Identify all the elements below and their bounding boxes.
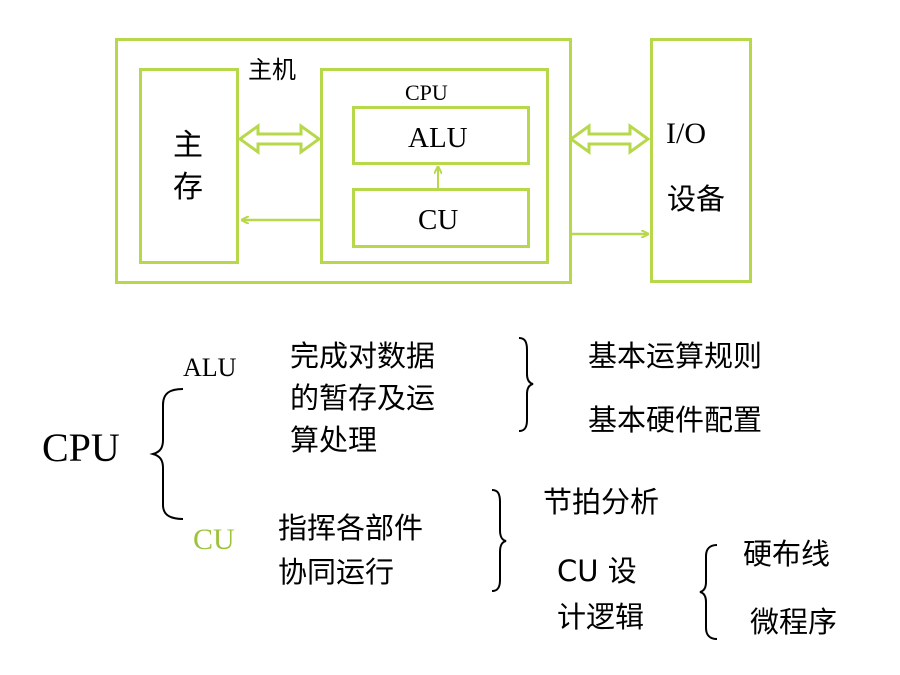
io-device-box xyxy=(650,38,752,283)
host-box xyxy=(115,38,572,284)
main-memory-box xyxy=(139,68,239,264)
alu-right-brace xyxy=(518,337,534,432)
cu-logic-hardwired: 硬布线 xyxy=(743,537,831,571)
cpu-label: CPU xyxy=(405,80,448,105)
cu-item-timing: 节拍分析 xyxy=(543,485,660,519)
cu-logic-microprogram: 微程序 xyxy=(750,605,838,639)
cpu-io-double-arrow xyxy=(568,123,651,155)
cu-description-line1: 指挥各部件 xyxy=(278,511,424,545)
alu-label: ALU xyxy=(408,122,468,154)
cpu-root-label: CPU xyxy=(42,425,120,470)
alu-description-line2: 的暂存及运 xyxy=(290,381,436,415)
cu-description: 指挥各部件 协同运行 xyxy=(278,506,423,594)
cu-box xyxy=(352,188,530,248)
cu-label: CU xyxy=(418,204,459,236)
logic-options-brace xyxy=(699,544,718,640)
io-label: I/O xyxy=(666,117,706,150)
device-label: 设备 xyxy=(667,182,726,216)
cpu-brace xyxy=(149,388,184,520)
alu-description-line3: 算处理 xyxy=(290,423,378,457)
cu-item-logic-line2: 计逻辑 xyxy=(557,600,645,634)
alu-box xyxy=(352,106,530,165)
cpu-box xyxy=(320,68,549,264)
cu-branch-label: CU xyxy=(193,523,235,556)
alu-description-line1: 完成对数据 xyxy=(290,339,436,373)
alu-item-basic-hardware: 基本硬件配置 xyxy=(588,403,763,437)
alu-item-basic-rules: 基本运算规则 xyxy=(588,339,763,373)
alu-branch-label: ALU xyxy=(183,353,237,382)
alu-description: 完成对数据 的暂存及运 算处理 xyxy=(290,335,435,461)
cu-right-brace xyxy=(491,489,507,592)
main-memory-label: 主 存 xyxy=(173,125,203,209)
main-memory-label-line1: 主 xyxy=(173,128,203,163)
cu-item-logic-line1: CU 设 xyxy=(557,554,637,588)
main-memory-label-line2: 存 xyxy=(173,170,203,205)
cu-description-line2: 协同运行 xyxy=(278,555,395,589)
cu-item-logic-design: CU 设 计逻辑 xyxy=(557,548,644,640)
host-label: 主机 xyxy=(248,56,296,84)
